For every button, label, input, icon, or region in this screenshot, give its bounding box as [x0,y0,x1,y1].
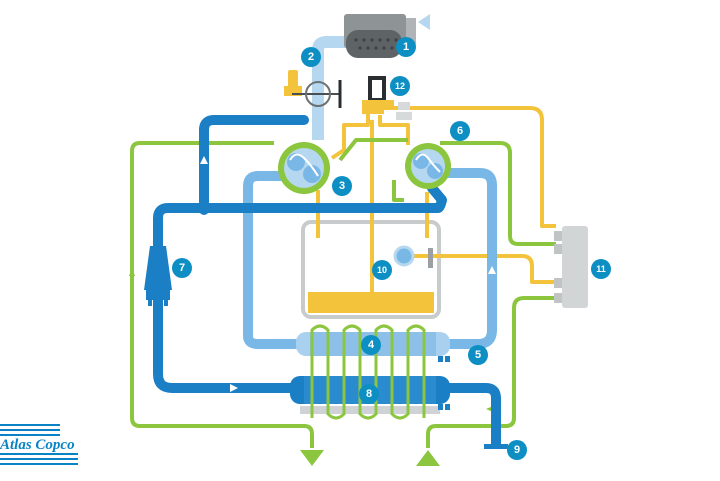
badge-10: 10 [372,260,392,280]
intake-arrow [418,14,430,30]
badge-7: 7 [172,258,192,278]
svg-text:1: 1 [403,41,409,53]
atlas-copco-logo: Atlas Copco [0,424,78,465]
svg-text:6: 6 [457,125,463,137]
badge-1: 1 [396,37,416,57]
logo-text: Atlas Copco [0,437,75,453]
badge-8: 8 [359,384,379,404]
moisture-separator [144,246,172,306]
svg-text:2: 2 [308,51,314,63]
air-arrows [200,156,238,392]
svg-text:3: 3 [339,180,345,192]
svg-text:11: 11 [596,264,606,274]
badge-9: 9 [507,440,527,460]
minimum-pressure-valve [362,76,412,120]
svg-text:10: 10 [377,265,387,275]
air-filter [344,14,416,58]
svg-text:5: 5 [475,349,481,361]
badge-2: 2 [301,47,321,67]
badge-5: 5 [468,345,488,365]
svg-text:4: 4 [368,339,375,351]
badge-4: 4 [361,335,381,355]
thermostatic-valve [393,245,433,268]
svg-text:8: 8 [366,388,372,400]
badge-12: 12 [390,76,410,96]
inlet-valve [284,70,342,108]
oil-circuit-pipes [243,168,497,349]
compressor-stage-2 [405,143,451,189]
air-outlet-cap [484,444,508,449]
air-pipes [153,115,501,449]
compressor-stage-1 [278,142,330,194]
cooling-lines [130,138,556,448]
badge-6: 6 [450,121,470,141]
svg-text:12: 12 [395,81,405,91]
svg-text:7: 7 [179,262,185,274]
svg-text:9: 9 [514,444,520,456]
badge-11: 11 [591,259,611,279]
cooler-coils [310,324,426,420]
badge-3: 3 [332,176,352,196]
electronic-controller [554,226,588,308]
